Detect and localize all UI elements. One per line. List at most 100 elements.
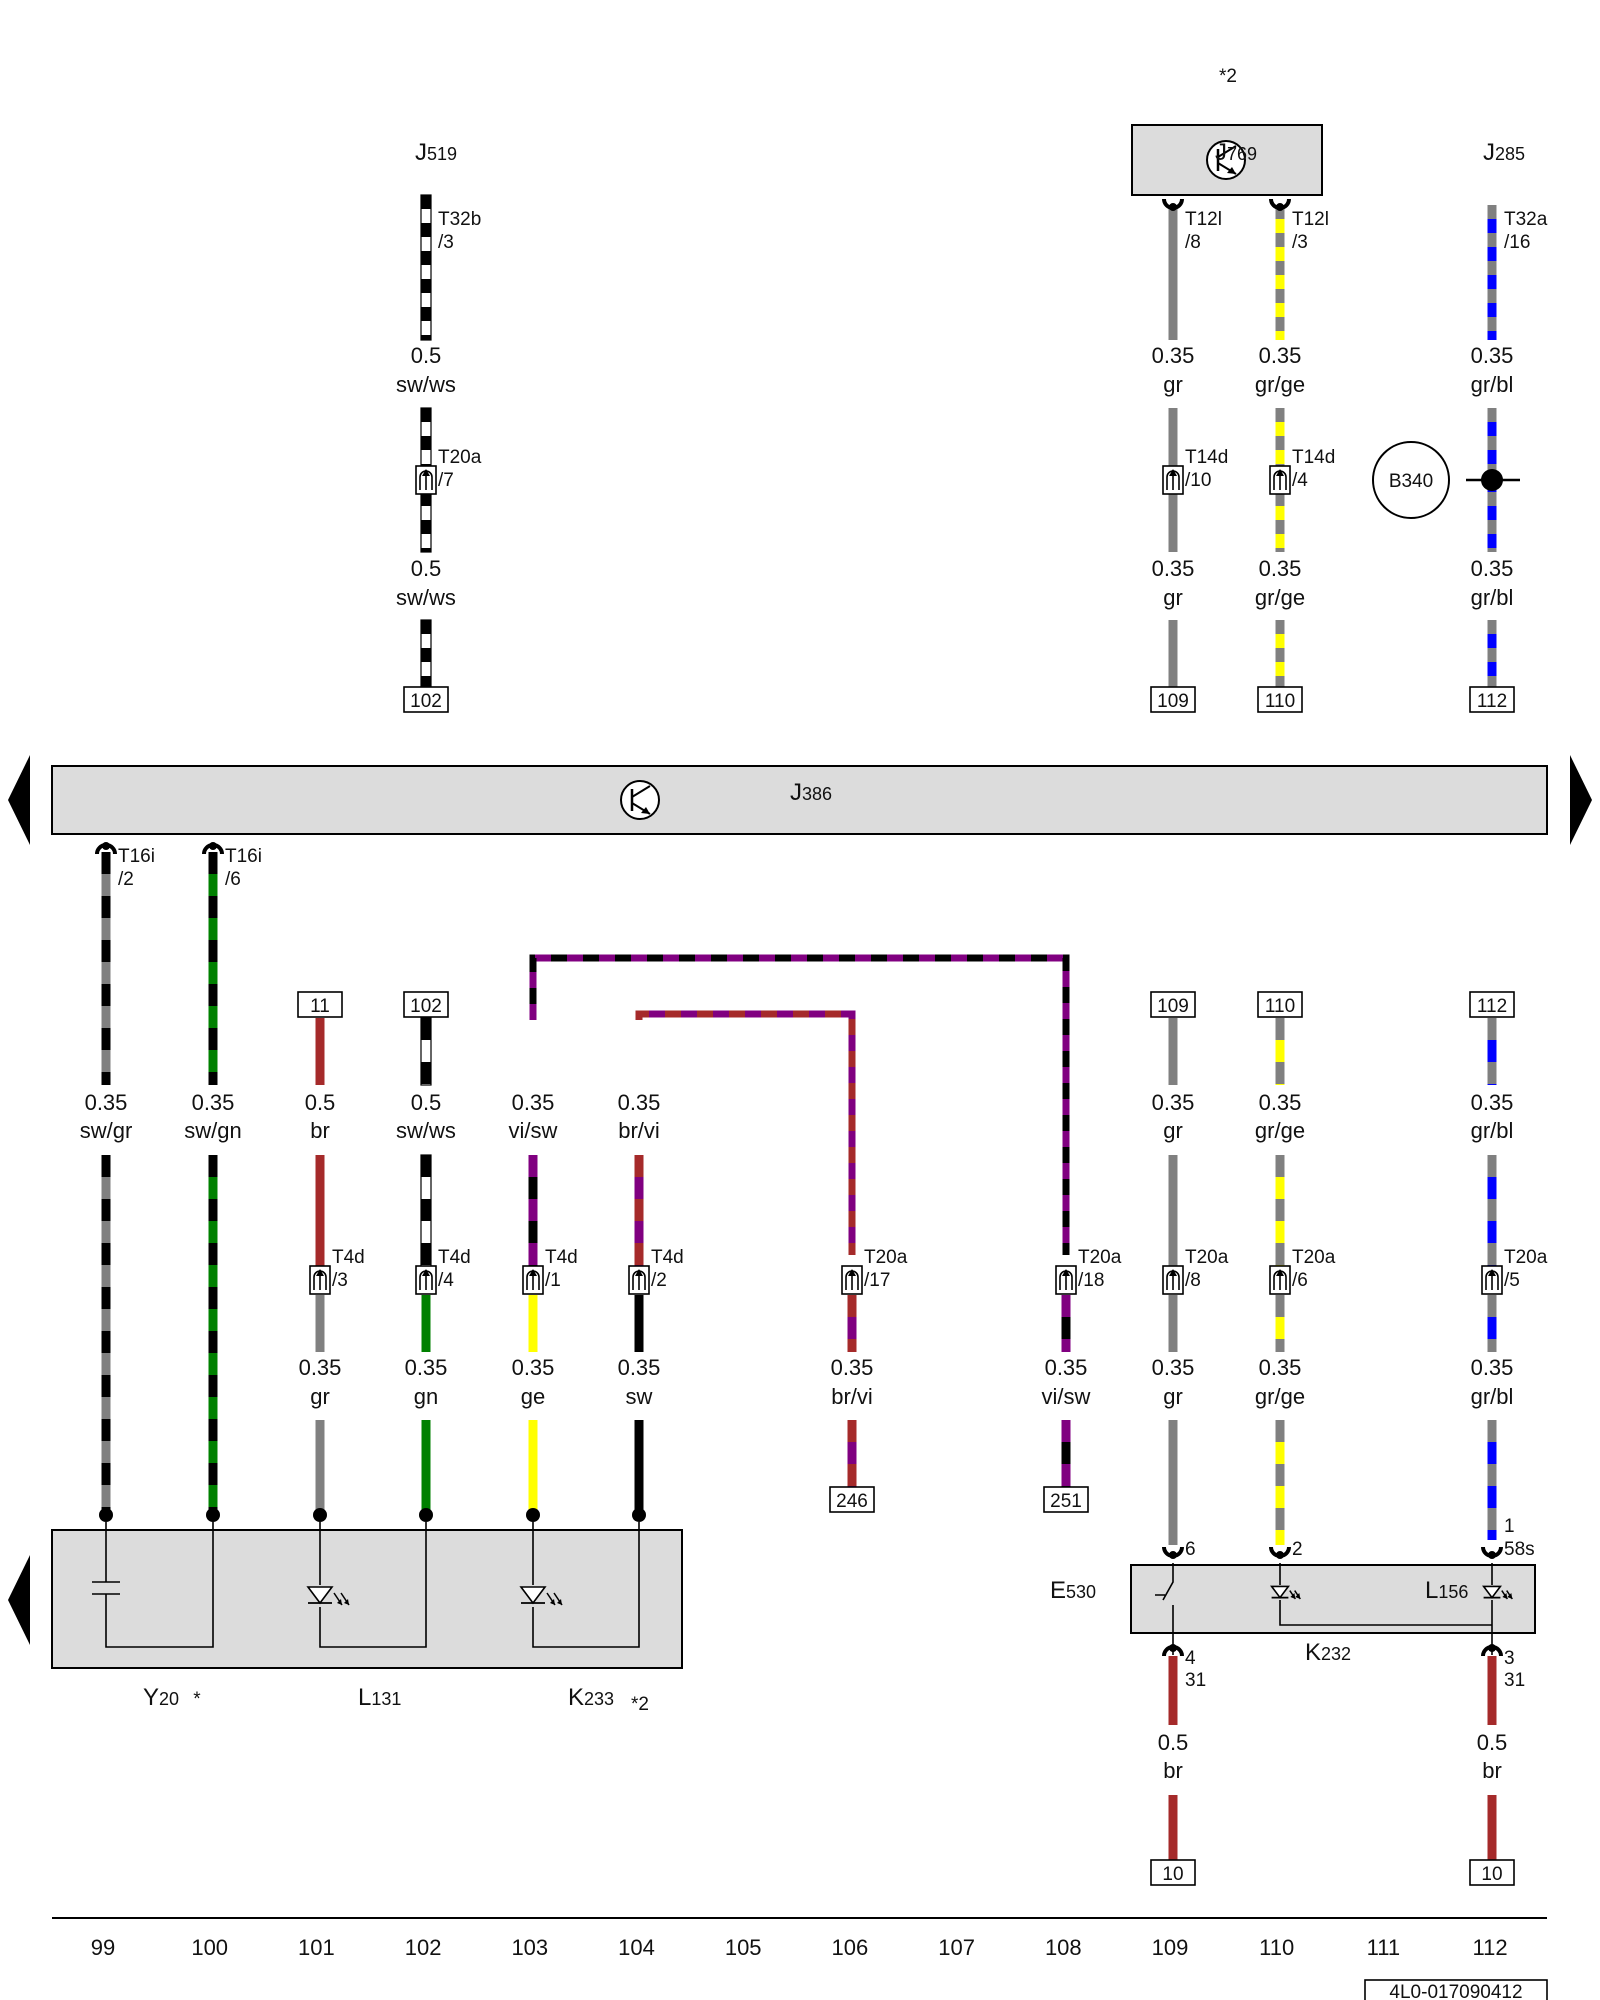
wire-c101-size1: 0.5 [305, 1090, 336, 1115]
c99-color: sw/gr [80, 1118, 133, 1143]
wire-c108-pin: /18 [1078, 1270, 1104, 1291]
wire-c110-color1: gr/ge [1255, 1118, 1305, 1143]
wire-c101-ref-top: 11 [310, 996, 330, 1017]
loop-wire-br-vi [635, 1010, 856, 1255]
component-y20: Y20 [143, 1684, 179, 1711]
k233-circuit [532, 1522, 640, 1648]
component-e530: E530 [1050, 1577, 1096, 1604]
wire-c106-ref-bottom-box [829, 1486, 875, 1513]
top-wire-102-ref: 102 [410, 691, 442, 712]
wire-c103-conn: T4d [545, 1247, 578, 1268]
wire-c104-node [632, 1508, 646, 1522]
wire-c104-color1: br/vi [618, 1118, 660, 1143]
top-wire-109-pin1-terminal-dot [1169, 203, 1177, 211]
wire-c110-size2: 0.35 [1259, 1355, 1302, 1380]
top-wire-102-color1: sw/ws [396, 372, 456, 397]
wire-c109-ref-top: 109 [1157, 996, 1189, 1017]
wire-c109-size2: 0.35 [1152, 1355, 1195, 1380]
wire-c104-conn: T4d [651, 1247, 684, 1268]
component-l131: L131 [358, 1684, 401, 1711]
top-wire-109-color2: gr [1163, 585, 1183, 610]
wire-c106-connector-connector-arrow [848, 1269, 856, 1276]
top-wire-102-color2: sw/ws [396, 585, 456, 610]
wire-c109-color1: gr [1163, 1118, 1183, 1143]
component-layer [8, 124, 1592, 2000]
top-wire-112-size1: 0.35 [1471, 343, 1514, 368]
top-wire-110-size1: 0.35 [1259, 343, 1302, 368]
c99-conn: T16i [118, 846, 155, 867]
e530-c112-top-terminal-dot [1488, 1551, 1496, 1559]
top-wire-110-color2: gr/ge [1255, 585, 1305, 610]
b340-splice [1481, 469, 1503, 491]
ground-c109-ref-box [1150, 1859, 1196, 1886]
wire-c112-pin: /5 [1504, 1270, 1520, 1291]
wire-c103-color2: ge [521, 1384, 545, 1409]
c99-pin: /2 [118, 869, 134, 890]
top-wire-112-color2: gr/bl [1471, 585, 1514, 610]
ground-c112-color: br [1482, 1758, 1502, 1783]
j769-note: *2 [1219, 66, 1237, 87]
wire-c102-connector-connector-arrow [422, 1269, 430, 1276]
wire-c103-size2: 0.35 [512, 1355, 555, 1380]
wire-c101-node [313, 1508, 327, 1522]
wire-c101-color1: br [310, 1118, 330, 1143]
left-arrow-icon [8, 755, 30, 845]
wire-c108-size2: 0.35 [1045, 1355, 1088, 1380]
column-number: 104 [618, 1935, 655, 1960]
wire-c101-color2: gr [310, 1384, 330, 1409]
top-wire-110-pin1-label: /3 [1292, 232, 1308, 253]
top-wire-110-conn1: T12l [1292, 209, 1329, 230]
l156-led-icon [1481, 1585, 1503, 1599]
top-wire-102-size1: 0.5 [411, 343, 442, 368]
l131-led-icon [306, 1586, 334, 1605]
k233-led-icon [519, 1586, 547, 1605]
wire-c108-connector-connector-arrow [1062, 1269, 1070, 1276]
j386-bus [51, 765, 1548, 835]
top-wire-110-conn2-connector-arrow [1276, 469, 1284, 476]
ground-c112-ref-box [1469, 1859, 1515, 1886]
wire-c102-ref-top: 102 [410, 996, 442, 1017]
wire-c110-pin: /6 [1292, 1270, 1308, 1291]
wire-c102-color1: sw/ws [396, 1118, 456, 1143]
component-j285-letter: J [1483, 139, 1495, 166]
e530-c109-top-terminal-dot [1169, 1551, 1177, 1559]
wire-layer [101, 194, 1497, 1860]
wire-c109-connector-connector-arrow [1169, 1269, 1177, 1276]
e530-pin-p109: 6 [1185, 1539, 1196, 1560]
l156-led-ray-head [1502, 1593, 1508, 1599]
ground-pin-g109_a: 4 [1185, 1648, 1196, 1669]
top-wire-102-pin1-label: /3 [438, 232, 454, 253]
component-l131-number: 131 [371, 1689, 401, 1709]
bus-pin-c100-terminal-dot [209, 842, 217, 850]
wire-c109-pin: /8 [1185, 1270, 1201, 1291]
ground-c109-size: 0.5 [1158, 1730, 1189, 1755]
e530-pin-p112-a: 1 [1504, 1516, 1515, 1537]
wire-c102-node [419, 1508, 433, 1522]
wire-c112-size1: 0.35 [1471, 1090, 1514, 1115]
wire-c103-pin: /1 [545, 1270, 561, 1291]
c100-conn: T16i [225, 846, 262, 867]
top-wire-102-size2: 0.5 [411, 556, 442, 581]
j386-transistor-arrow [641, 807, 650, 814]
component-j769: J769 [1215, 139, 1257, 166]
top-wire-109-conn1: T12l [1185, 209, 1222, 230]
wire-c112-connector-connector-arrow [1488, 1269, 1496, 1276]
top-wire-109-size2: 0.35 [1152, 556, 1195, 581]
c100-color: sw/gn [184, 1118, 241, 1143]
wire-c102-size2: 0.35 [405, 1355, 448, 1380]
component-j769-letter: J [1215, 139, 1227, 166]
top-wire-110-pin2-label: /4 [1292, 470, 1308, 491]
k233-note: *2 [631, 1694, 649, 1715]
wire-c110-ref-top-box [1257, 991, 1303, 1018]
k233-led-ray-head [550, 1599, 555, 1605]
column-number: 103 [511, 1935, 548, 1960]
wire-c103-connector-connector-arrow [529, 1269, 537, 1276]
column-number: 106 [832, 1935, 869, 1960]
top-wire-109-ref-box [1150, 686, 1196, 713]
ground-c109-ref: 10 [1162, 1864, 1183, 1885]
top-wire-110-ref: 110 [1265, 691, 1295, 712]
c99-size: 0.35 [85, 1090, 128, 1115]
c100-size: 0.35 [192, 1090, 235, 1115]
right-arrow-icon [1570, 755, 1592, 845]
wire-c110-color2: gr/ge [1255, 1384, 1305, 1409]
